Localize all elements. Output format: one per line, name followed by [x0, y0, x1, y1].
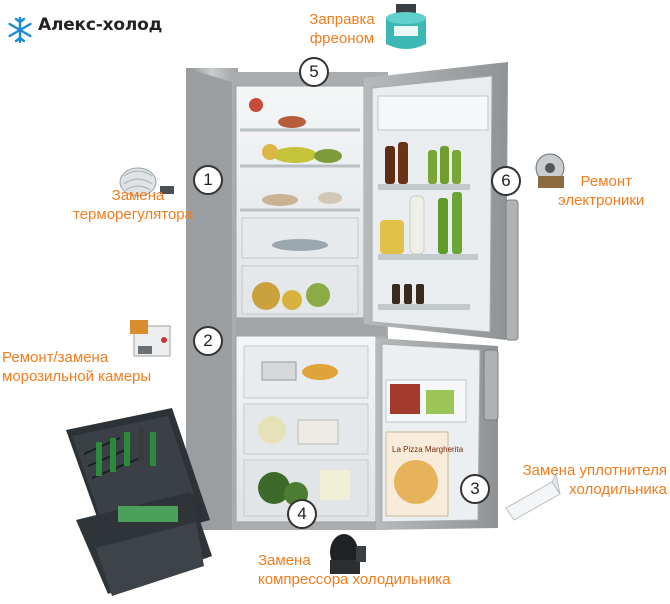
logo-spacer	[8, 12, 34, 38]
service-1-line1: Замена	[111, 187, 165, 204]
pizza-box-label: La Pizza Margherita	[392, 445, 464, 454]
service-label-compressor[interactable]: Замена компрессора холодильника	[258, 551, 450, 589]
service-label-seal[interactable]: Замена уплотнителя холодильника	[503, 461, 667, 499]
electronics-icon	[535, 153, 565, 188]
fridge-body	[186, 68, 388, 530]
marker-5: 5	[299, 57, 329, 87]
freezer-door-open: La Pizza Margherita	[376, 338, 499, 530]
service-5-line1: Заправка	[309, 11, 375, 28]
compressor-icon	[330, 534, 366, 574]
service-label-freon[interactable]: Заправка фреоном	[304, 10, 380, 48]
service-label-thermostat[interactable]: Замена терморегулятора	[73, 186, 193, 224]
service-1-line2: терморегулятора	[73, 206, 193, 223]
marker-6: 6	[491, 166, 521, 196]
freezer-module-icon	[130, 320, 171, 357]
marker-4: 4	[287, 499, 317, 529]
brand-name: Алекс-холод	[38, 15, 163, 35]
service-6-line1: Ремонт	[580, 173, 633, 190]
service-3-line2: холодильника	[569, 481, 667, 498]
service-2-line1: Ремонт/замена	[2, 349, 109, 366]
service-5-line2: фреоном	[309, 30, 375, 47]
marker-3: 3	[460, 474, 490, 504]
service-3-line1: Замена уплотнителя	[522, 462, 667, 479]
fridge-door-open	[364, 62, 519, 341]
service-2-line2: морозильной камеры	[2, 368, 152, 385]
brand-logo[interactable]: Алекс-холод	[8, 12, 162, 38]
snowflake-icon	[8, 16, 32, 44]
service-label-electronics[interactable]: Ремонт электроники	[558, 172, 645, 210]
service-6-line2: электроники	[558, 192, 645, 209]
marker-1: 1	[193, 165, 223, 195]
freon-cylinder-icon	[386, 4, 426, 49]
service-4-line2: компрессора холодильника	[258, 571, 451, 588]
tool-case-icon	[66, 408, 212, 596]
service-label-freezer[interactable]: Ремонт/замена морозильной камеры	[2, 348, 151, 386]
marker-2: 2	[193, 326, 223, 356]
service-4-line1: Замена	[258, 552, 311, 569]
door-seal-icon	[505, 472, 561, 521]
thermostat-icon	[119, 167, 174, 197]
